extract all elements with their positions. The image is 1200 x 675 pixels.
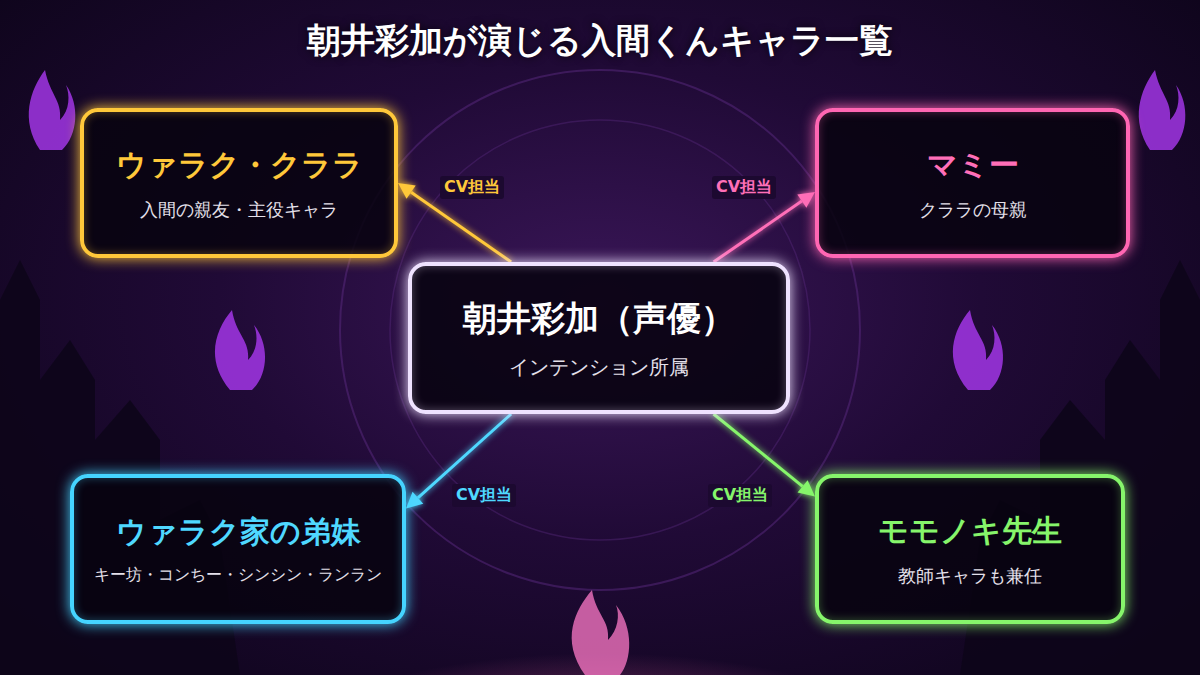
diagram-title: 朝井彩加が演じる入間くんキャラ一覧 (0, 18, 1200, 64)
edge-label: CV担当 (452, 484, 516, 507)
edge-label: CV担当 (708, 484, 772, 507)
connector-arrow (714, 192, 815, 262)
center-box: 朝井彩加（声優） インテンション所属 (408, 262, 790, 414)
magic-circle (340, 70, 860, 590)
connector-line (714, 201, 802, 262)
arrow-head (406, 492, 423, 509)
box-heading: マミー (927, 145, 1019, 186)
character-box: マミークララの母親 (815, 108, 1130, 258)
arrow-head (798, 480, 815, 496)
connector-line (714, 414, 803, 486)
edge-label: CV担当 (712, 176, 776, 199)
purple-flames (29, 70, 1186, 675)
connector-line (411, 192, 511, 262)
box-heading: 朝井彩加（声優） (463, 296, 735, 342)
box-body: 入間の親友・主役キャラ (140, 198, 338, 222)
box-body: 教師キャラも兼任 (898, 564, 1042, 588)
arrow-head (797, 192, 815, 208)
box-body: インテンション所属 (509, 354, 689, 381)
box-heading: ウァラク家の弟妹 (116, 512, 361, 553)
magic-circle (390, 120, 810, 540)
box-body: クララの母親 (919, 198, 1027, 222)
character-box: ウァラク家の弟妹キー坊・コンちー・シンシン・ランラン (70, 474, 406, 624)
box-heading: ウァラク・クララ (116, 145, 363, 186)
edge-label: CV担当 (440, 176, 504, 199)
character-box: モモノキ先生教師キャラも兼任 (815, 474, 1125, 624)
character-box: ウァラク・クララ入間の親友・主役キャラ (80, 108, 398, 258)
box-heading: モモノキ先生 (878, 511, 1062, 552)
box-body: キー坊・コンちー・シンシン・ランラン (94, 565, 382, 586)
arrow-head (398, 183, 416, 199)
